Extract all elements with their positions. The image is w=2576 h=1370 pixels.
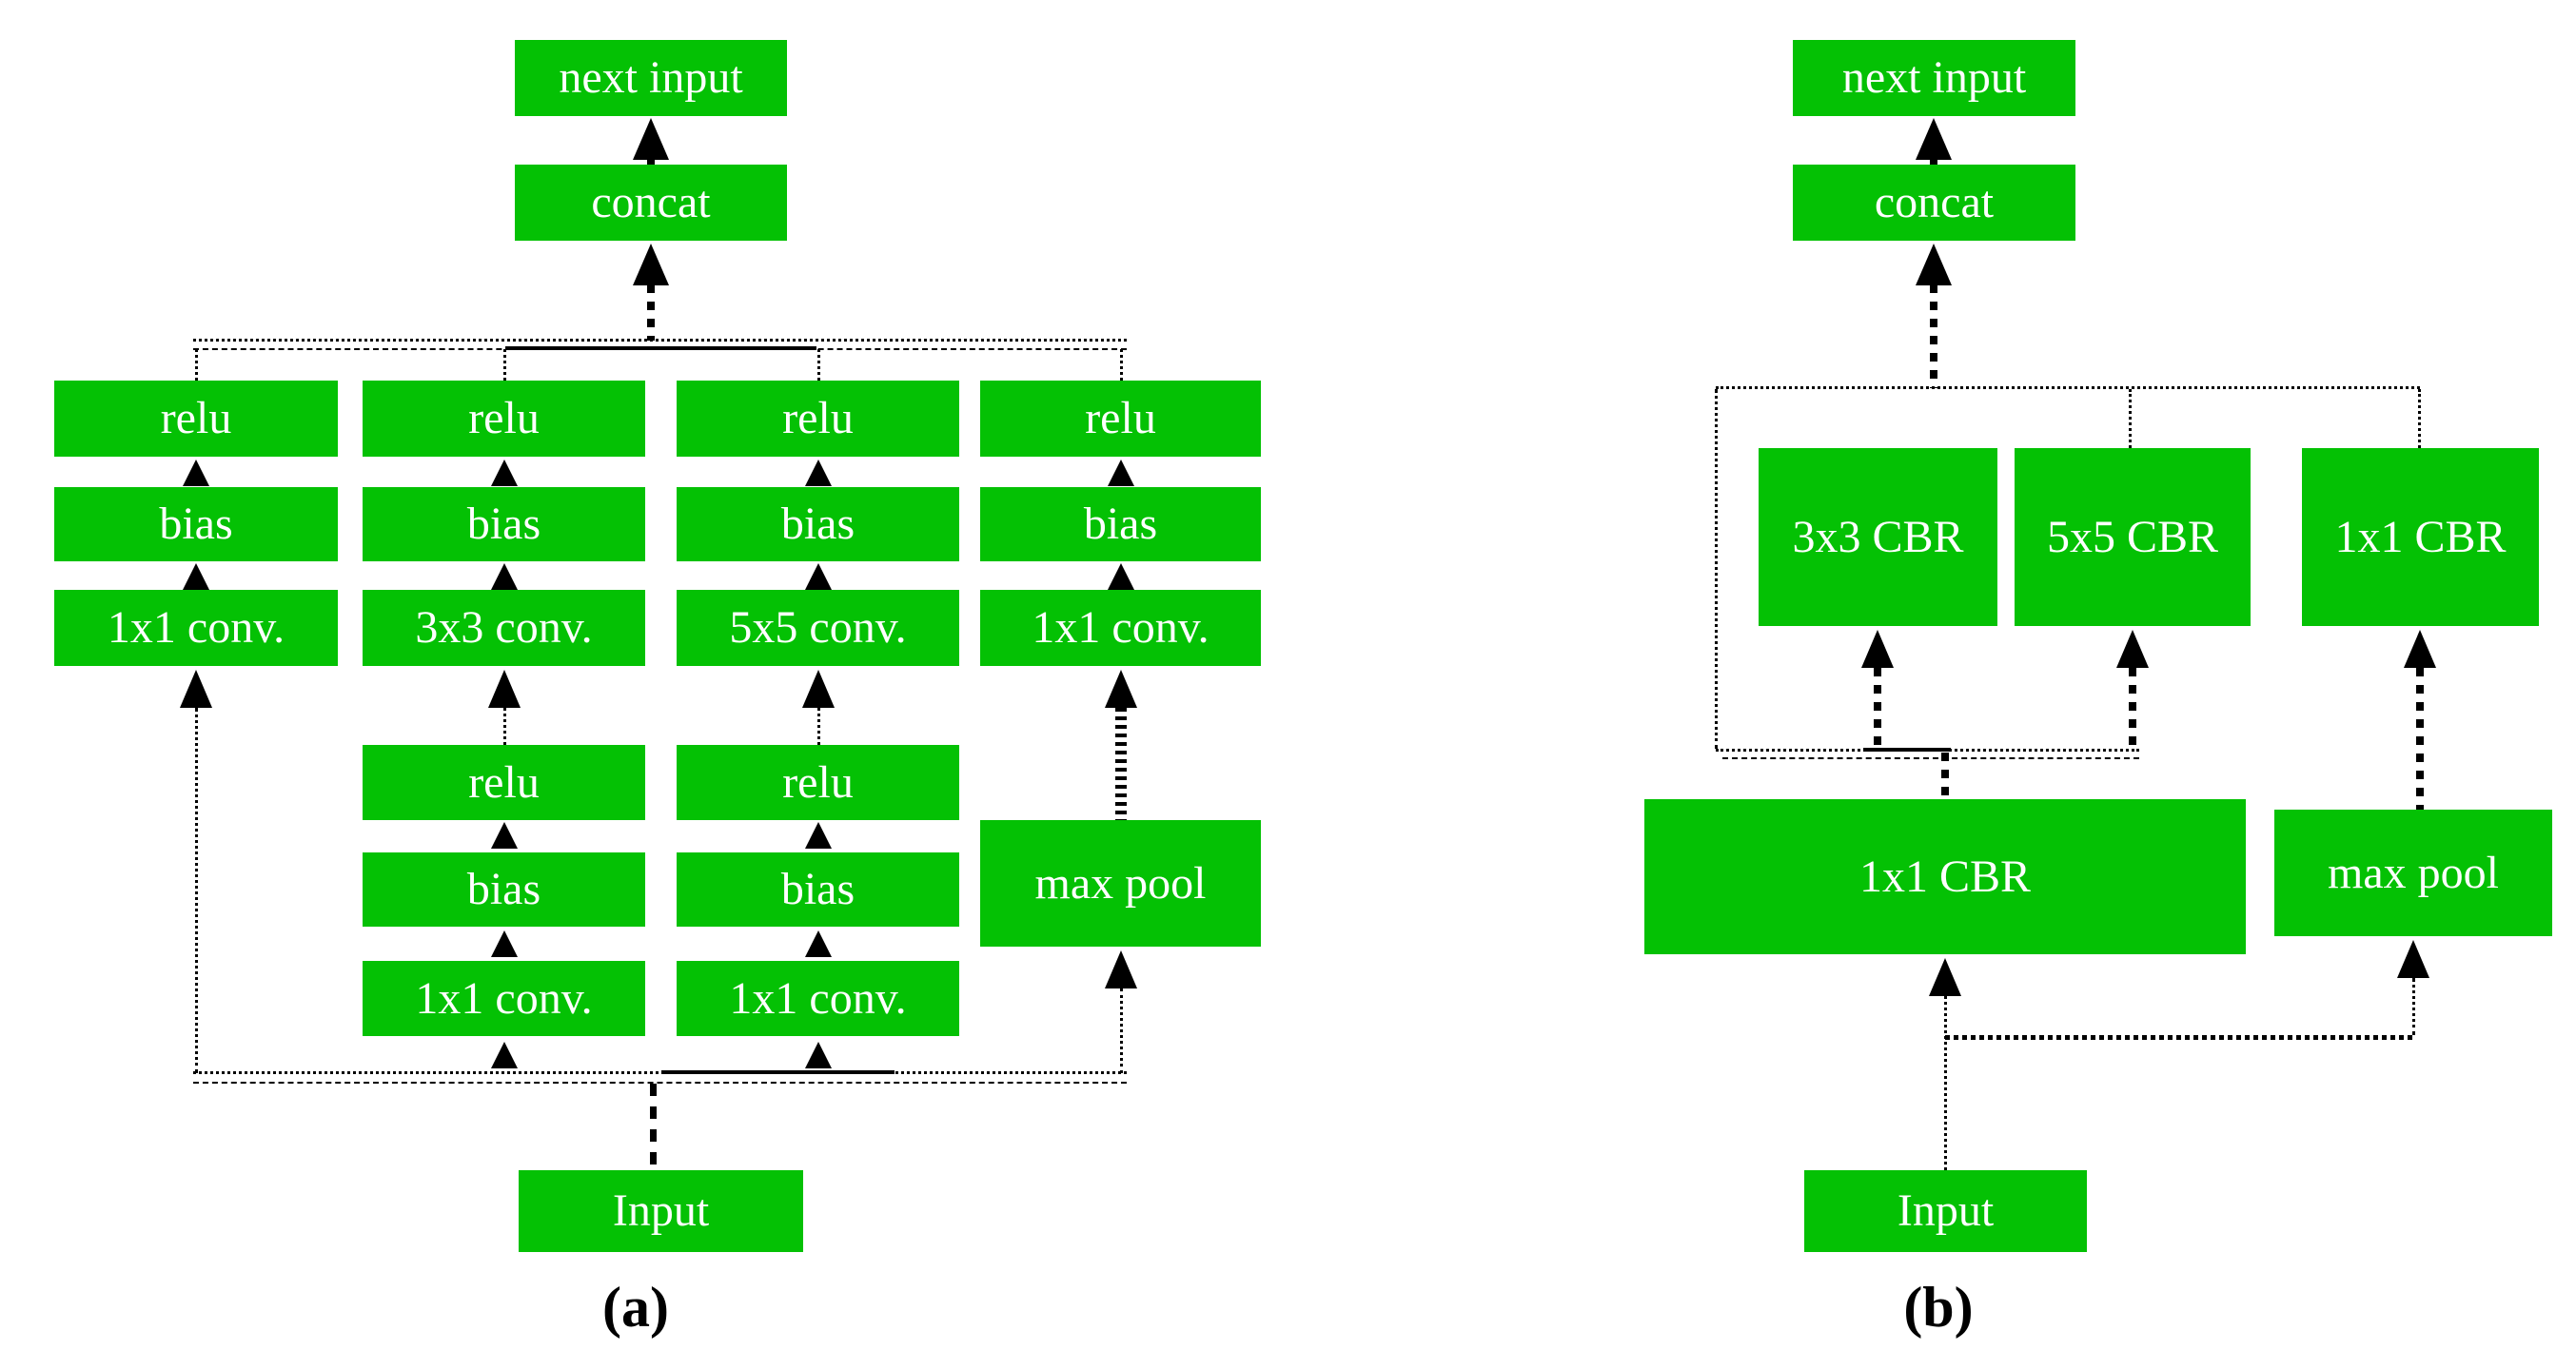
node-cbr-1x1-main-b: 1x1 CBR [1644, 799, 2246, 954]
connector-line [193, 1082, 1127, 1084]
connector-line [2418, 389, 2421, 448]
connector-line [1120, 988, 1123, 1073]
connector-stem [647, 284, 655, 341]
caption-b: (b) [1903, 1276, 1974, 1339]
connector-line [195, 349, 198, 381]
connector-stem [1930, 284, 1937, 388]
node-max-pool-a: max pool [980, 820, 1261, 947]
node-branch1-bias-a: bias [54, 487, 338, 561]
arrow-up-icon [1861, 630, 1894, 668]
connector-stem [2416, 668, 2424, 810]
node-branch3-relu-a: relu [677, 381, 959, 457]
arrow-up-icon [180, 670, 212, 708]
arrow-up-icon [491, 460, 518, 486]
arrow-up-icon [1916, 244, 1952, 285]
arrow-up-icon [2116, 630, 2149, 668]
node-input-b: Input [1804, 1170, 2087, 1252]
connector-stem [1941, 753, 1949, 799]
connector-line [503, 708, 506, 745]
connector-line [503, 349, 506, 381]
arrow-up-icon [183, 460, 209, 486]
connector-line [661, 1070, 895, 1074]
arrow-up-icon [491, 930, 518, 957]
node-branch3-bias2-a: bias [677, 852, 959, 927]
arrow-up-icon [2397, 940, 2429, 978]
node-cbr-3x3-b: 3x3 CBR [1759, 448, 1997, 626]
connector-line [1120, 349, 1123, 381]
connector-stem [1115, 708, 1127, 820]
node-branch4-relu-a: relu [980, 381, 1261, 457]
node-cbr-1x1-branch-b: 1x1 CBR [2302, 448, 2539, 626]
connector-stem [650, 1084, 657, 1170]
arrow-up-icon [805, 822, 832, 849]
node-branch3-conv2-a: 1x1 conv. [677, 961, 959, 1036]
arrow-up-icon [491, 563, 518, 590]
connector-stem [647, 158, 655, 165]
connector-line [817, 708, 820, 745]
connector-line [1716, 386, 2420, 389]
node-branch2-conv-a: 3x3 conv. [363, 590, 645, 666]
arrow-up-icon [1105, 670, 1137, 708]
connector-line [817, 349, 820, 381]
node-concat-b: concat [1793, 165, 2075, 241]
arrow-up-icon [805, 930, 832, 957]
arrow-up-icon [491, 1042, 518, 1068]
arrow-up-icon [805, 460, 832, 486]
caption-a: (a) [602, 1276, 669, 1339]
arrow-up-icon [183, 563, 209, 590]
arrow-up-icon [802, 670, 835, 708]
node-branch1-relu-a: relu [54, 381, 338, 457]
arrow-up-icon [805, 563, 832, 590]
connector-line [193, 339, 1127, 342]
node-cbr-5x5-b: 5x5 CBR [2015, 448, 2251, 626]
node-branch1-conv-a: 1x1 conv. [54, 590, 338, 666]
connector-line [195, 708, 198, 1073]
node-branch3-conv-a: 5x5 conv. [677, 590, 959, 666]
connector-line [1945, 1035, 2413, 1040]
connector-line [1944, 996, 1947, 1170]
node-input-a: Input [519, 1170, 803, 1252]
arrow-up-icon [1108, 563, 1134, 590]
connector-line [1715, 389, 1718, 749]
node-next-input-b: next input [1793, 40, 2075, 116]
node-branch4-bias-a: bias [980, 487, 1261, 561]
arrow-up-icon [2404, 630, 2436, 668]
node-branch4-conv-a: 1x1 conv. [980, 590, 1261, 666]
connector-line [193, 1071, 1127, 1074]
node-branch2-relu-a: relu [363, 381, 645, 457]
connector-stem [1930, 158, 1937, 165]
node-branch3-bias-a: bias [677, 487, 959, 561]
connector-line [505, 346, 816, 350]
node-branch2-conv2-a: 1x1 conv. [363, 961, 645, 1036]
node-branch2-relu2-a: relu [363, 745, 645, 820]
arrow-up-icon [1105, 950, 1137, 988]
arrow-up-icon [633, 118, 669, 160]
arrow-up-icon [491, 822, 518, 849]
node-branch3-relu2-a: relu [677, 745, 959, 820]
node-branch2-bias2-a: bias [363, 852, 645, 927]
arrow-up-icon [1929, 958, 1961, 996]
connector-stem [2129, 668, 2136, 749]
connector-stem [1874, 668, 1881, 749]
arrow-up-icon [1916, 118, 1952, 160]
connector-line [2129, 389, 2132, 448]
arrow-up-icon [633, 244, 669, 285]
node-concat-a: concat [515, 165, 787, 241]
connector-line [2412, 978, 2415, 1035]
node-branch2-bias-a: bias [363, 487, 645, 561]
arrow-up-icon [488, 670, 521, 708]
node-next-input-a: next input [515, 40, 787, 116]
node-max-pool-b: max pool [2274, 810, 2552, 936]
arrow-up-icon [1108, 460, 1134, 486]
connector-line [1722, 757, 2139, 759]
arrow-up-icon [805, 1042, 832, 1068]
connector-line [1863, 748, 1951, 752]
